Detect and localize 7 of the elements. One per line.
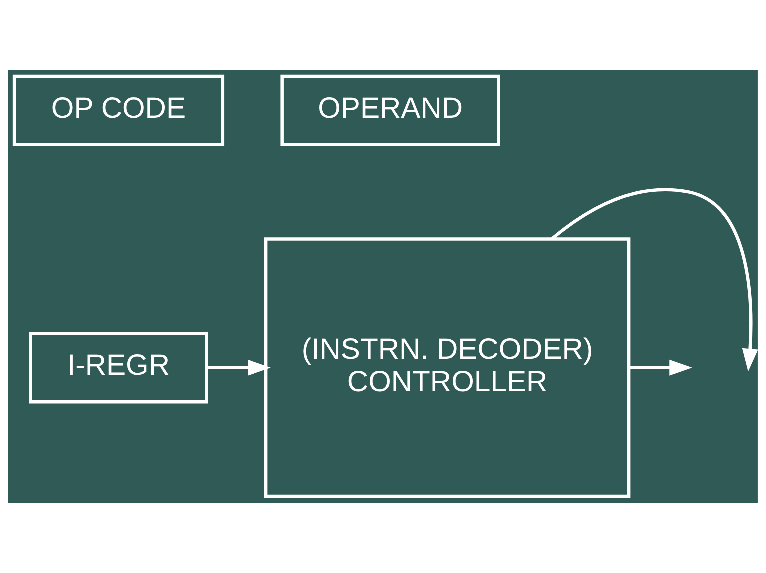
node-box: OPERAND — [280, 74, 500, 146]
node-box: (INSTRN. DECODER) CONTROLLER — [264, 238, 631, 498]
arrow — [629, 360, 692, 376]
node-box: I-REGR — [29, 332, 208, 404]
arrow — [206, 360, 271, 376]
arrow — [551, 188, 758, 372]
node-box: OP CODE — [12, 74, 225, 146]
